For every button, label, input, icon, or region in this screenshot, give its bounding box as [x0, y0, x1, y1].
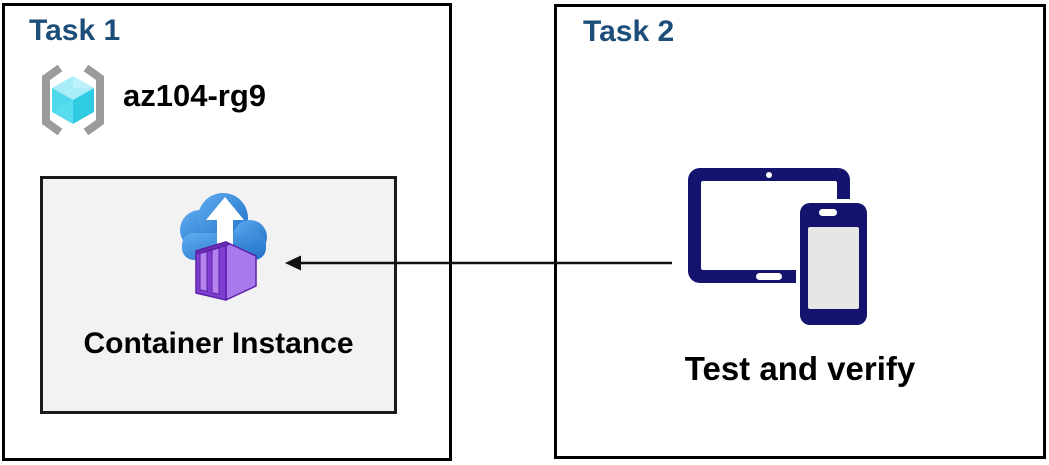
resource-group-name: az104-rg9: [123, 78, 267, 113]
phone-icon: [800, 203, 867, 325]
tablet-camera-dot: [766, 172, 772, 178]
container-instance-box: Container Instance: [40, 176, 397, 414]
phone-screen: [808, 227, 859, 309]
task1-title: Task 1: [29, 14, 121, 47]
test-and-verify-label: Test and verify: [684, 350, 916, 387]
resource-group-icon: [42, 64, 104, 136]
task1-box: Task 1 az104-rg9: [2, 3, 452, 461]
tablet-home-button: [756, 273, 782, 280]
container-instance-cloud-upload-icon: [180, 193, 267, 301]
task2-box: Task 2 Test and verify: [554, 4, 1046, 459]
task2-title: Task 2: [583, 15, 675, 48]
phone-speaker: [819, 209, 837, 216]
container-instance-label: Container Instance: [83, 327, 354, 360]
left-arrow-connector: [285, 255, 672, 271]
tablet-and-phone-icon: [688, 168, 878, 338]
